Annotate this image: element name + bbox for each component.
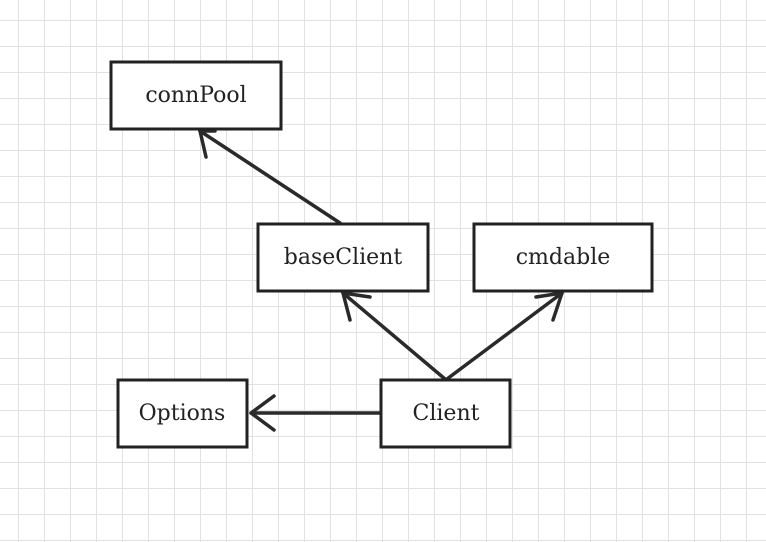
node-options: Options <box>116 378 249 449</box>
node-cmdable: cmdable <box>472 222 654 293</box>
node-baseclient: baseClient <box>256 222 430 293</box>
node-label-cmdable: cmdable <box>516 245 611 270</box>
node-label-options: Options <box>139 401 226 426</box>
node-label-client: Client <box>413 401 480 426</box>
edge-client-to-options <box>249 394 383 432</box>
node-connpool: connPool <box>109 60 283 131</box>
node-client: Client <box>379 378 512 449</box>
edge-client-to-baseclient <box>341 291 447 381</box>
node-label-baseclient: baseClient <box>284 245 403 270</box>
node-label-connpool: connPool <box>145 83 246 108</box>
edge-client-to-cmdable <box>445 291 564 381</box>
edge-baseclient-to-connpool <box>198 129 342 225</box>
